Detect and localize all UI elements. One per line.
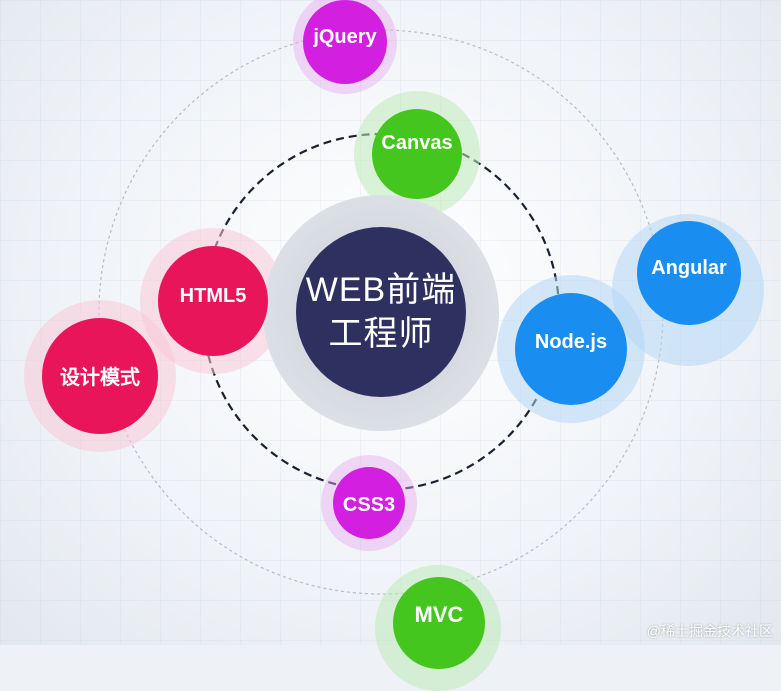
node-canvas: Canvas (372, 109, 462, 199)
center-node: WEB前端 工程师 (296, 227, 466, 397)
node-html5: HTML5 (158, 246, 268, 356)
node-angular: Angular (637, 221, 741, 325)
watermark: @稀土掘金技术社区 (646, 623, 773, 639)
node-canvas-label: Canvas (381, 131, 453, 154)
node-html5-label: HTML5 (179, 284, 247, 307)
center-title-line1: WEB前端 (305, 271, 457, 309)
node-jquery-label: jQuery (313, 25, 377, 48)
node-nodejs-label: Node.js (534, 330, 608, 353)
node-design-patterns: 设计模式 (42, 318, 158, 434)
node-mvc-label: MVC (414, 602, 464, 627)
node-angular-label: Angular (651, 256, 727, 279)
center-title-line2: 工程师 (328, 315, 434, 353)
node-nodejs: Node.js (515, 293, 627, 405)
node-css3: CSS3 (333, 467, 405, 539)
node-jquery: jQuery (303, 0, 387, 84)
node-design-patterns-label: 设计模式 (60, 366, 140, 389)
node-css3-label: CSS3 (342, 493, 396, 516)
node-mvc: MVC (393, 577, 485, 669)
